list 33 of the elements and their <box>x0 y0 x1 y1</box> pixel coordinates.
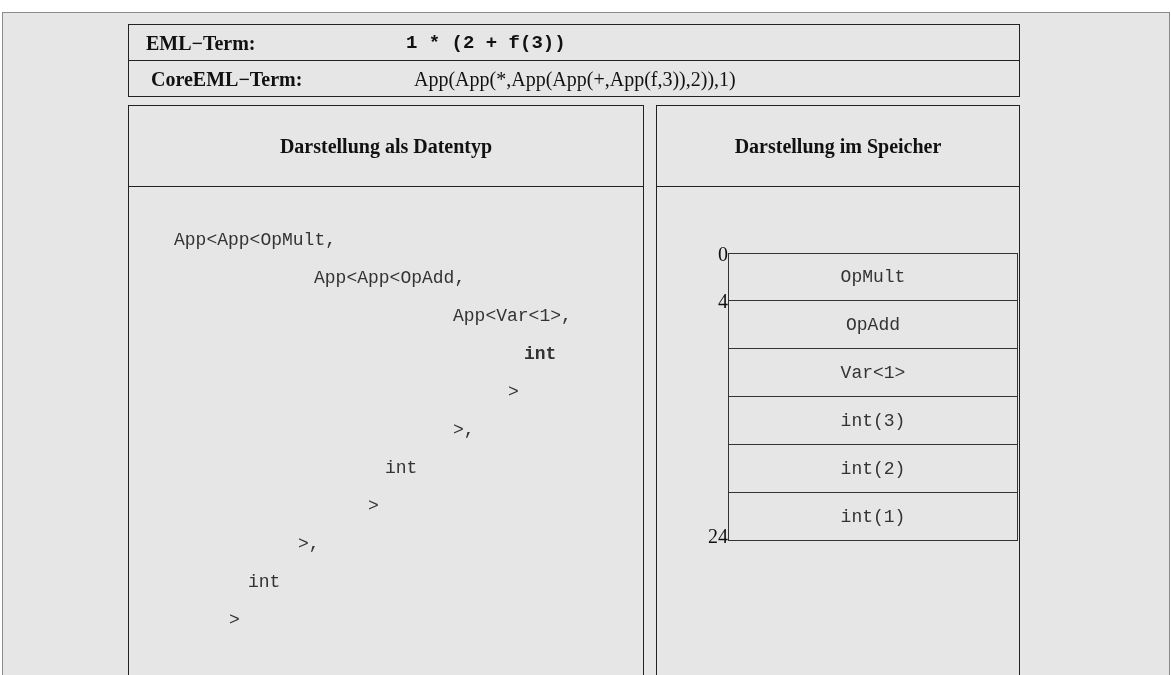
code-line: > <box>508 382 519 402</box>
term-heading: CoreEML−Term: <box>151 67 303 90</box>
code-line: App<Var<1>, <box>453 306 572 326</box>
panel-heading: Darstellung im Speicher <box>657 106 1019 187</box>
memory-cell <box>728 396 1018 445</box>
panel <box>128 105 644 675</box>
code-line: App<App<OpAdd, <box>314 268 466 288</box>
code-line: int <box>524 344 557 364</box>
panel-heading: Darstellung als Datentyp <box>129 106 643 187</box>
offset-label: 0 <box>718 244 728 264</box>
panel <box>656 105 1020 675</box>
memory-cell <box>728 444 1018 493</box>
code-line: > <box>229 610 240 630</box>
term-expression: 1 * (2 + f(3)) <box>406 31 566 54</box>
offset-label: 24 <box>708 526 728 546</box>
term-box <box>128 60 1020 97</box>
code-line: int <box>248 572 281 592</box>
term-box <box>128 24 1020 61</box>
code-line: App<App<OpMult, <box>174 230 337 250</box>
cell-value: OpMult <box>840 267 906 287</box>
memory-cell <box>728 348 1018 397</box>
code-line: > <box>368 496 379 516</box>
code-line: >, <box>298 534 320 554</box>
cell-value: int(3) <box>840 410 906 431</box>
cell-value: Var<1> <box>840 362 906 383</box>
term-heading: EML−Term: <box>146 31 256 54</box>
cell-value: OpAdd <box>846 314 900 335</box>
code-line: >, <box>453 420 475 440</box>
offset-label: 4 <box>718 291 728 311</box>
cell-value: int(2) <box>840 458 906 479</box>
cell-value: int(1) <box>840 506 906 527</box>
code-line: int <box>385 458 418 478</box>
term-expression: App(App(*,App(App(+,App(f,3)),2)),1) <box>414 67 736 90</box>
